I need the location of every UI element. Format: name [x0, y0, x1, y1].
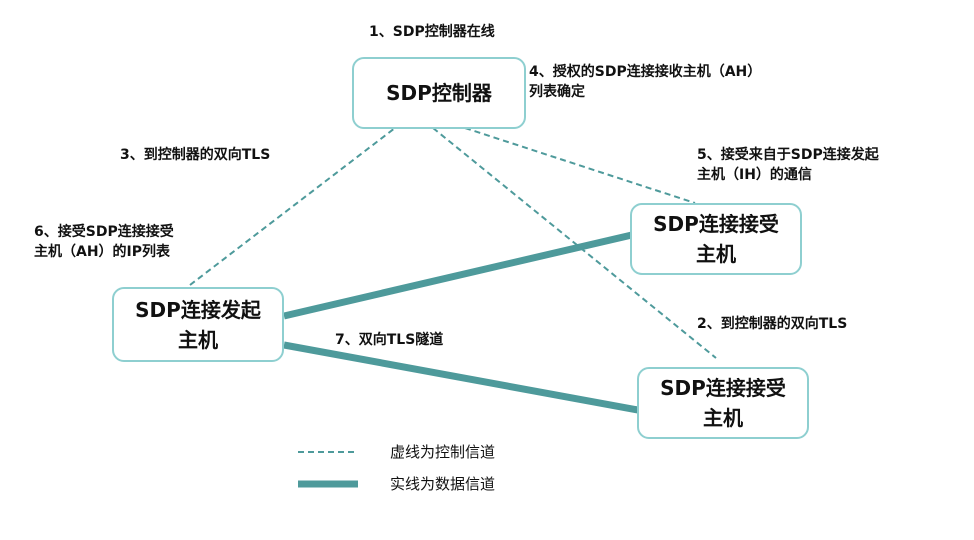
data-channel-initiator-acceptor2	[283, 341, 639, 414]
step7-label: 7、双向TLS隧道	[335, 332, 444, 348]
legend-dashed-label: 虚线为控制信道	[390, 443, 496, 461]
initiating-host-node: SDP连接发起 主机	[112, 287, 284, 362]
accepting-host-node-2: SDP连接接受 主机	[637, 367, 809, 439]
control-channel-acceptor2-controller	[432, 127, 717, 359]
legend-solid-label: 实线为数据信道	[390, 475, 496, 493]
step2-label: 2、到控制器的双向TLS	[697, 316, 848, 332]
step6-label: 6、接受SDP连接接受 主机（AH）的IP列表	[34, 224, 174, 260]
control-channel-initiator-controller	[189, 127, 396, 286]
step4-label: 4、授权的SDP连接接收主机（AH） 列表确定	[529, 64, 762, 100]
accepting-host-node-1: SDP连接接受 主机	[630, 203, 802, 275]
step5-label: 5、接受来自于SDP连接发起 主机（IH）的通信	[697, 147, 879, 183]
step3-label: 3、到控制器的双向TLS	[120, 147, 271, 163]
data-channel-initiator-acceptor1	[283, 230, 637, 320]
control-channel-acceptor1-controller	[464, 127, 696, 204]
step1-label: 1、SDP控制器在线	[369, 24, 495, 40]
controller-node: SDP控制器	[352, 57, 526, 129]
